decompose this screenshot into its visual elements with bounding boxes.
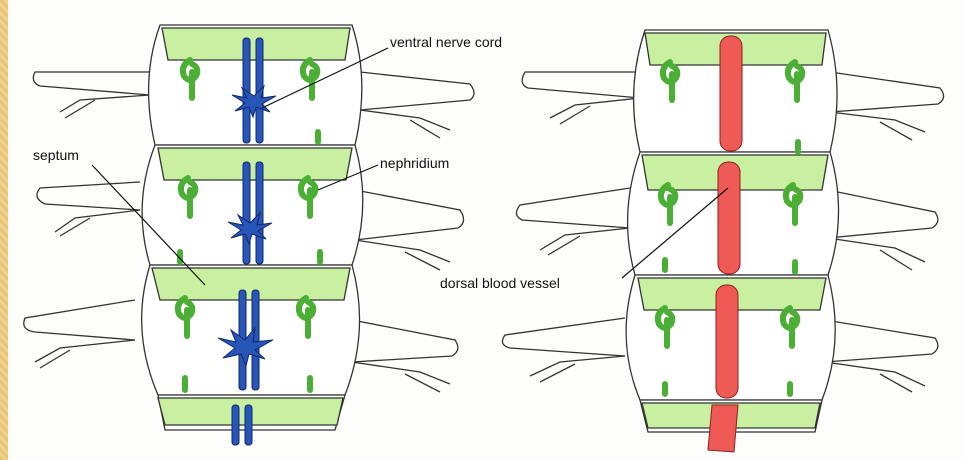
right-worm-right-setae [825, 72, 944, 392]
left-septum-3 [152, 268, 350, 300]
left-worm-right-setae [352, 72, 474, 392]
dorsal-blood-vessel-label: dorsal blood vessel [440, 275, 560, 291]
right-worm-left-setae [502, 72, 640, 382]
nephridium-label: nephridium [380, 155, 449, 171]
septum-label: septum [33, 147, 79, 163]
left-worm-left-setae [24, 72, 150, 368]
ventral-nerve-cord-label: ventral nerve cord [390, 34, 502, 50]
